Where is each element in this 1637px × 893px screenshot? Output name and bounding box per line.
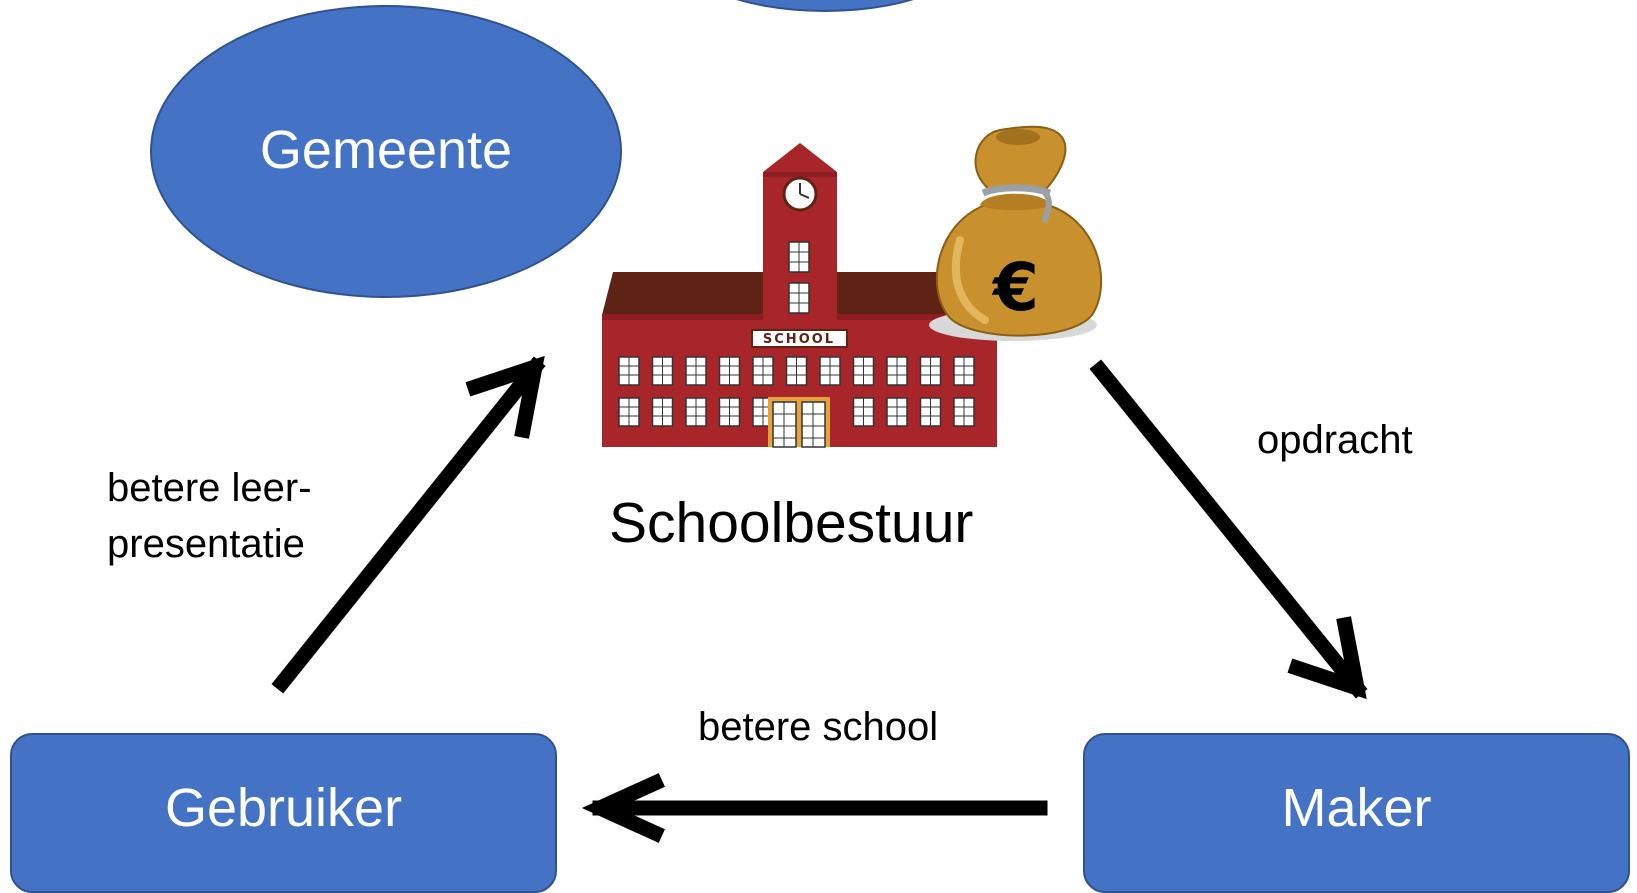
school-window-mullion: [786, 357, 807, 385]
edge-label-betere-school: betere school: [698, 705, 939, 749]
school-window-mullion: [954, 398, 974, 426]
gebruiker-label: Gebruiker: [164, 778, 403, 838]
school-window-mullion: [853, 357, 874, 385]
schoolbestuur-label: Schoolbestuur: [609, 491, 974, 555]
school-window-mullion: [920, 398, 941, 426]
arrow-schoolbestuur-to-maker: [1089, 359, 1368, 699]
school-window-mullion: [719, 398, 740, 426]
edge-label-line-2: presentatie: [107, 522, 305, 566]
school-windows: [618, 356, 975, 427]
school-window-mullion: [887, 398, 907, 426]
school-window-mullion: [887, 357, 907, 385]
school-window-mullion: [719, 357, 740, 385]
school-window-mullion: [652, 398, 673, 426]
euro-symbol: €: [991, 249, 1039, 326]
arrowhead-schoolbestuur-to-maker: [1287, 616, 1367, 700]
edge-label-betere-leerpresentatie: betere leer- presentatie: [107, 460, 312, 572]
edge-label-line-1: betere leer-: [107, 466, 312, 510]
maker-node: Maker: [1083, 733, 1630, 893]
school-window-mullion: [652, 357, 673, 385]
gemeente-node: Gemeente: [150, 5, 622, 298]
school-window-mullion: [619, 398, 639, 426]
arrow-gebruiker-to-schoolbestuur: [271, 356, 546, 694]
school-window-mullion: [686, 398, 706, 426]
school-window-mullion: [753, 357, 773, 385]
arrowhead-gebruiker-to-schoolbestuur: [465, 355, 545, 439]
school-window-mullion: [920, 357, 941, 385]
school-window-mullion: [853, 398, 874, 426]
gemeente-label: Gemeente: [259, 119, 513, 180]
school-window-mullion: [619, 357, 639, 385]
arrowhead-maker-to-gebruiker: [581, 773, 665, 843]
school-window-mullion: [820, 357, 840, 385]
maker-label: Maker: [1281, 778, 1432, 838]
school-window-mullion: [954, 357, 974, 385]
edge-label-opdracht: opdracht: [1257, 418, 1413, 462]
school-window-mullion: [686, 357, 706, 385]
school-sign-text: SCHOOL: [763, 332, 835, 347]
